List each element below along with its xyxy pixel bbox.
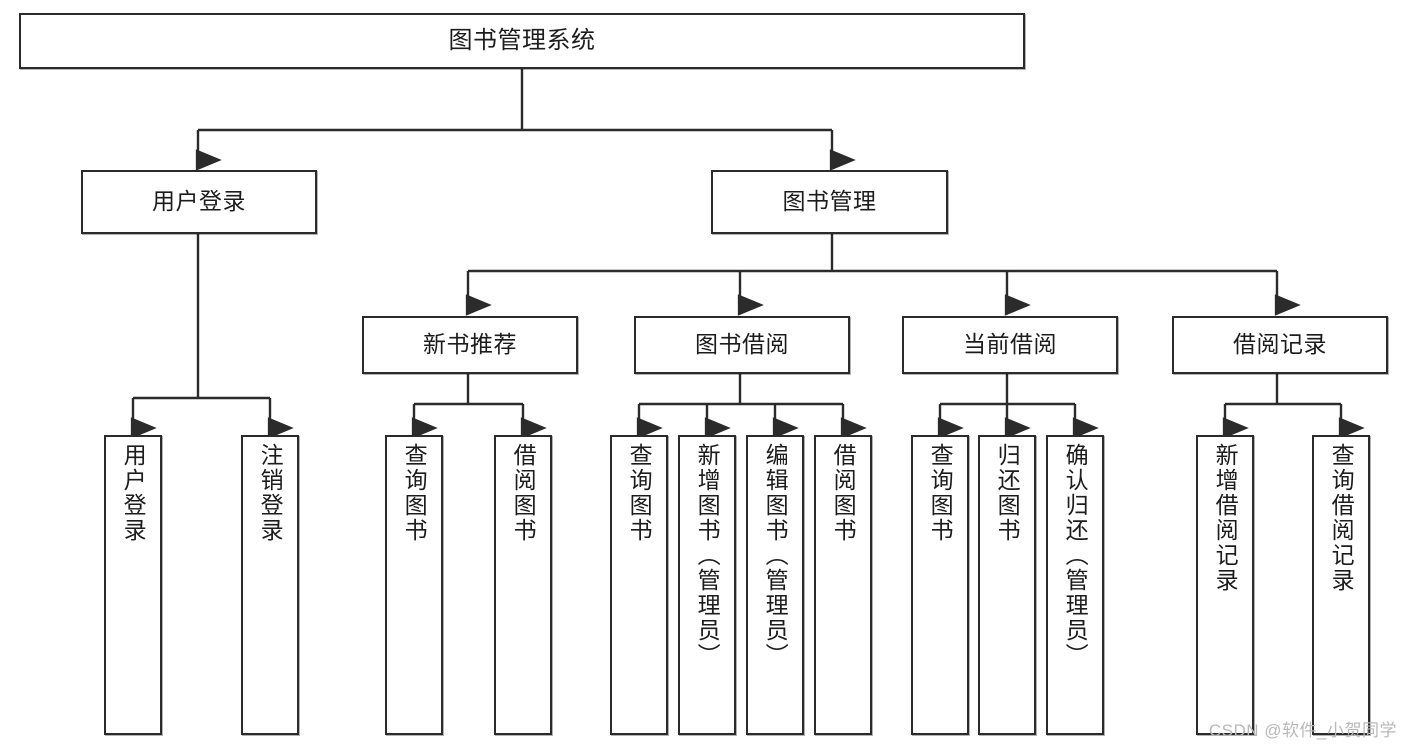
leaf-current-return-book[interactable]: 归还图书 <box>978 435 1036 735</box>
node-new-book-recommend[interactable]: 新书推荐 <box>362 316 578 374</box>
node-label: 查询图书 <box>626 443 653 543</box>
leaf-current-query-book[interactable]: 查询图书 <box>911 435 969 735</box>
leaf-records-query-record[interactable]: 查询借阅记录 <box>1312 435 1370 735</box>
node-label: 图书管理 <box>782 188 877 215</box>
node-label: 查询借阅记录 <box>1328 443 1355 593</box>
node-label: 查询图书 <box>401 443 428 543</box>
leaf-borrow-edit-book-admin[interactable]: 编辑图书（管理员） <box>746 435 804 735</box>
node-label: 注销登录 <box>257 443 284 543</box>
node-label: 用户登录 <box>120 443 147 543</box>
leaf-borrow-query-book[interactable]: 查询图书 <box>610 435 668 735</box>
leaf-borrow-borrow-book[interactable]: 借阅图书 <box>814 435 872 735</box>
node-label: 当前借阅 <box>963 331 1057 358</box>
node-label: 确认归还（管理员） <box>1062 443 1089 668</box>
node-borrow-records[interactable]: 借阅记录 <box>1172 316 1388 374</box>
node-label: 新增借阅记录 <box>1212 443 1239 593</box>
node-label: 借阅记录 <box>1233 331 1327 358</box>
watermark: CSDN @软件_小贺同学 <box>1208 721 1397 740</box>
node-label: 归还图书 <box>994 443 1021 543</box>
node-label: 用户登录 <box>152 188 246 215</box>
node-book-borrow[interactable]: 图书借阅 <box>634 316 850 374</box>
node-current-borrow[interactable]: 当前借阅 <box>902 316 1118 374</box>
leaf-current-confirm-return-admin[interactable]: 确认归还（管理员） <box>1046 435 1104 735</box>
leaf-borrow-add-book-admin[interactable]: 新增图书（管理员） <box>678 435 736 735</box>
node-label: 图书借阅 <box>695 331 789 358</box>
leaf-records-add-record[interactable]: 新增借阅记录 <box>1196 435 1254 735</box>
node-root-system[interactable]: 图书管理系统 <box>19 13 1025 69</box>
node-label: 新增图书（管理员） <box>694 443 721 668</box>
node-label: 编辑图书（管理员） <box>762 443 789 668</box>
leaf-user-logout[interactable]: 注销登录 <box>241 435 299 735</box>
leaf-recommend-query-book[interactable]: 查询图书 <box>385 435 443 735</box>
node-label: 新书推荐 <box>423 331 517 358</box>
node-label: 借阅图书 <box>510 443 537 543</box>
node-user-login[interactable]: 用户登录 <box>81 170 317 234</box>
leaf-recommend-borrow-book[interactable]: 借阅图书 <box>494 435 552 735</box>
node-label: 借阅图书 <box>830 443 857 543</box>
node-label: 图书管理系统 <box>448 26 596 54</box>
leaf-user-login[interactable]: 用户登录 <box>104 435 162 735</box>
node-book-management[interactable]: 图书管理 <box>711 170 948 234</box>
node-label: 查询图书 <box>927 443 954 543</box>
